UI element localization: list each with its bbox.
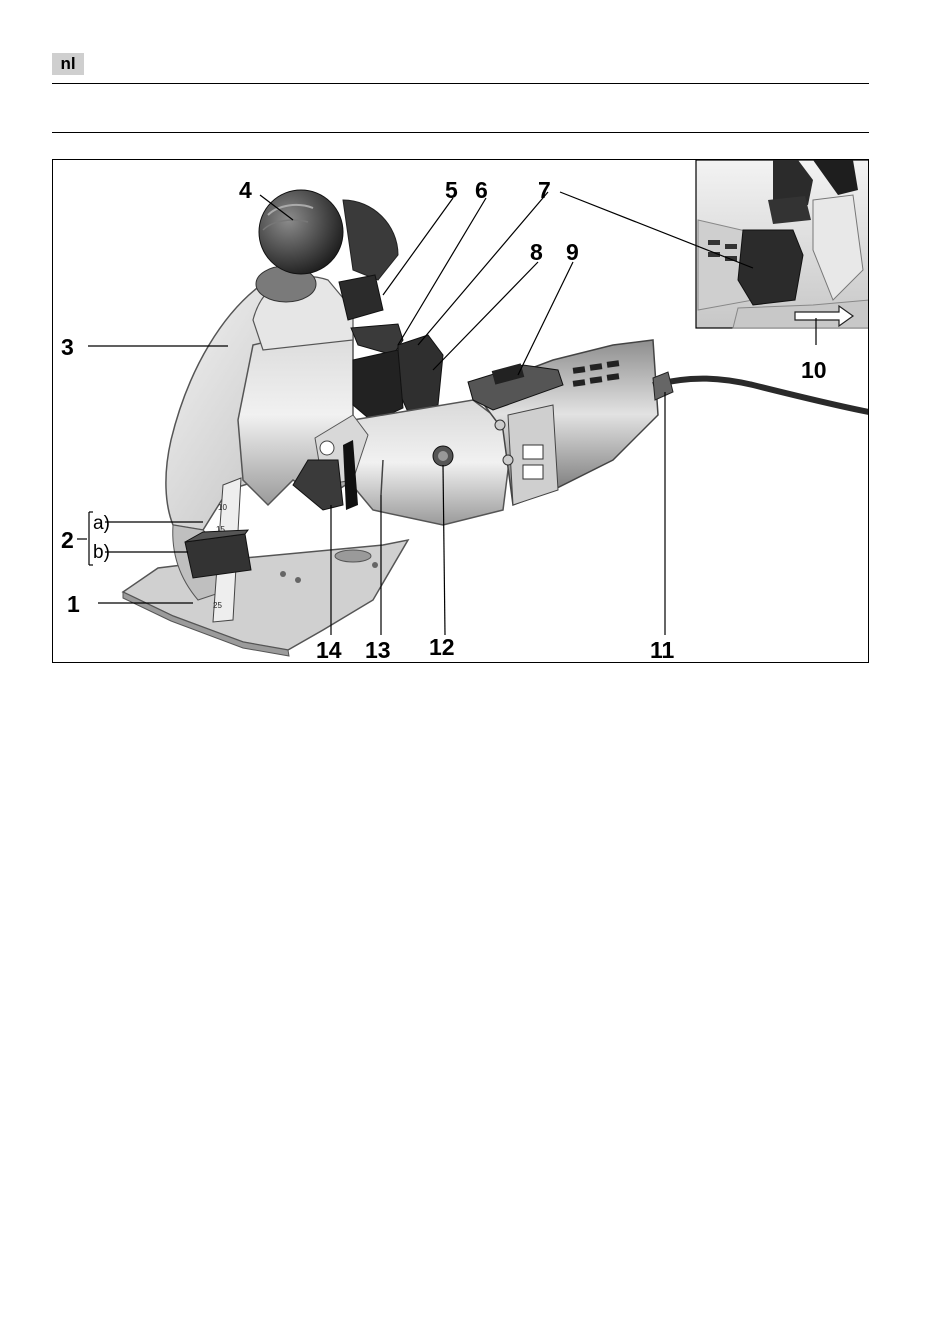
switch-lock (398, 335, 443, 412)
saw-drawing: 10 1 5 25 (53, 160, 869, 663)
callout-14: 14 (316, 637, 342, 663)
detail-inset (560, 160, 869, 345)
product-illustration: 10 1 5 25 (52, 159, 869, 663)
callout-2: 2 (61, 527, 74, 553)
callout-12: 12 (429, 634, 455, 660)
language-badge: nl (52, 53, 84, 75)
gear-head (348, 400, 513, 525)
header-rule-top (52, 83, 869, 84)
svg-text:10: 10 (218, 503, 227, 512)
svg-text:25: 25 (213, 601, 222, 610)
callout-3: 3 (61, 334, 74, 360)
callout-1: 1 (67, 591, 80, 617)
power-cord (653, 379, 869, 412)
callout-5: 5 (445, 177, 458, 203)
callout-6: 6 (475, 177, 488, 203)
inset-switch-lock (738, 230, 803, 305)
callout-2b: b) (93, 542, 110, 563)
callout-13: 13 (365, 637, 391, 663)
callout-11: 11 (650, 637, 675, 663)
callout-7: 7 (538, 177, 551, 203)
callout-2a: a) (93, 513, 110, 534)
callout-10: 10 (801, 357, 827, 383)
callout-9: 9 (566, 239, 579, 265)
front-knob (259, 190, 343, 274)
callout-8: 8 (530, 239, 543, 265)
header-rule-bottom (52, 132, 869, 133)
callout-4: 4 (239, 177, 252, 203)
